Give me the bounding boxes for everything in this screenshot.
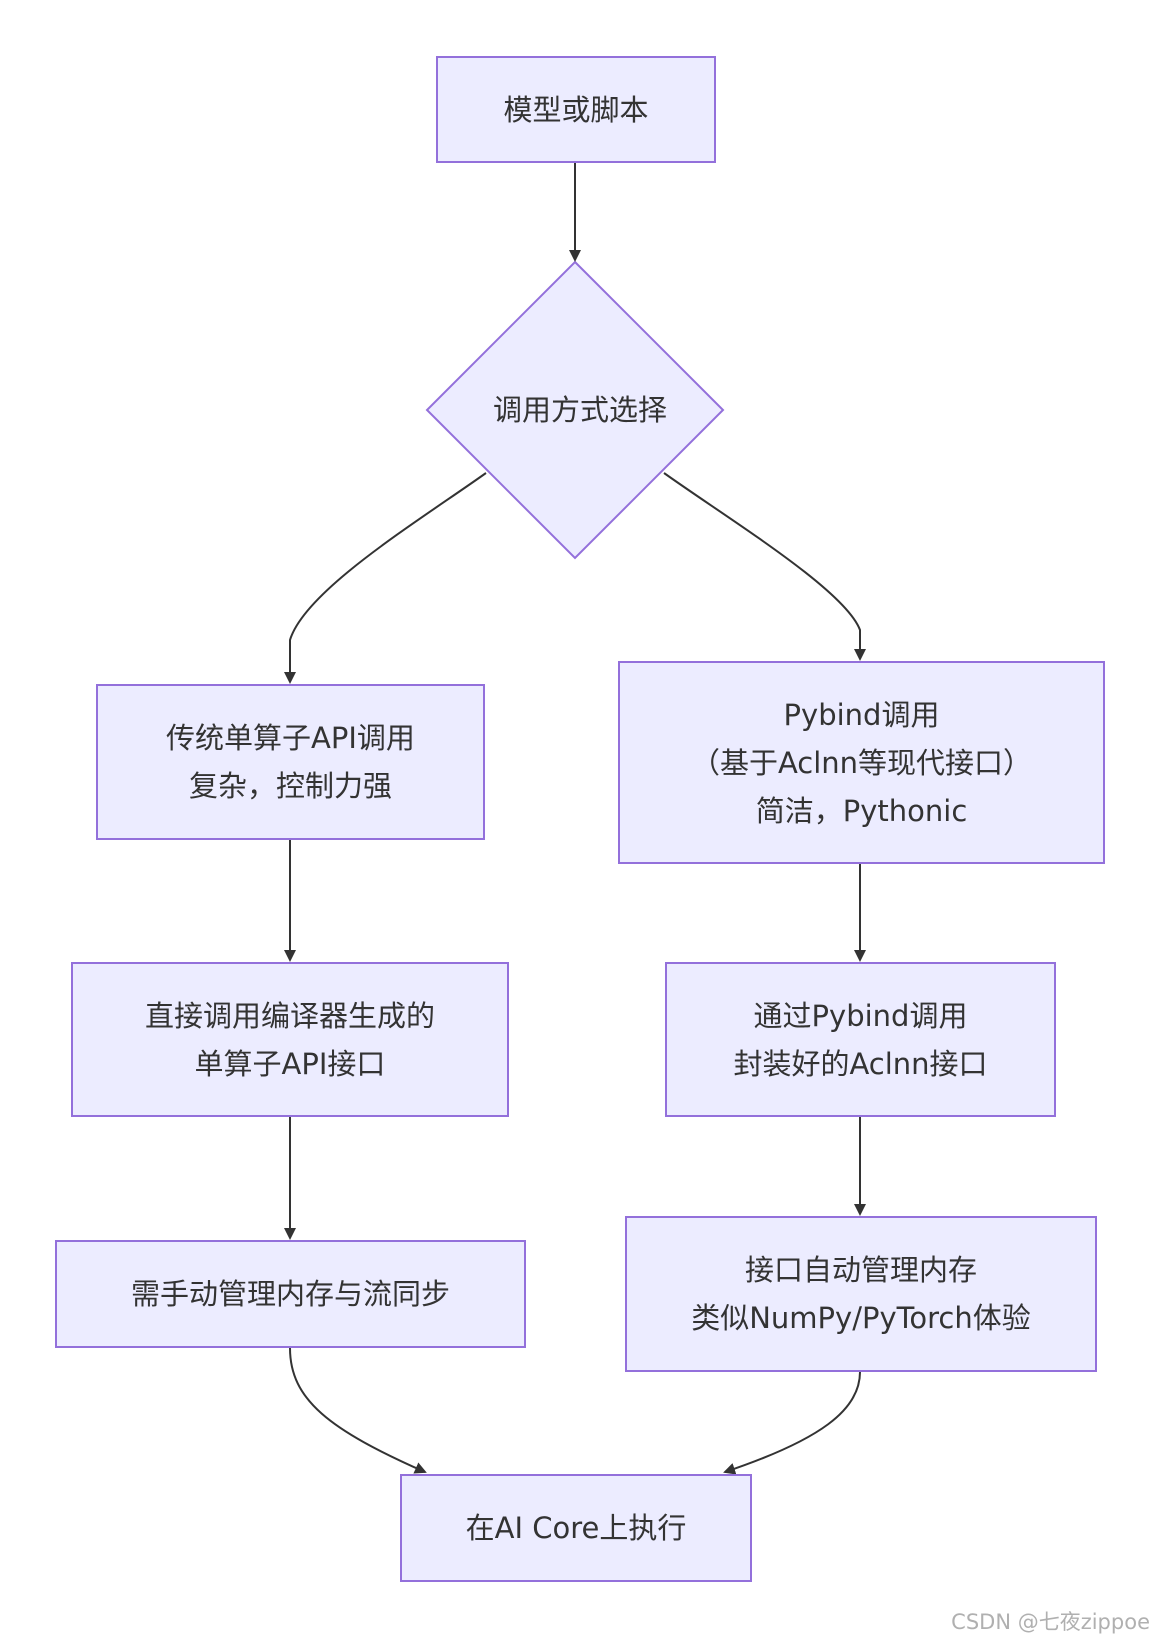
node-left-1: 传统单算子API调用 复杂，控制力强 xyxy=(96,684,485,840)
node-right-1-line-3: 简洁，Pythonic xyxy=(755,793,968,828)
node-left-1-line-2: 复杂，控制力强 xyxy=(188,769,392,803)
node-right-1-line-1: Pybind调用 xyxy=(783,697,940,732)
node-left-2-line-2: 单算子API接口 xyxy=(194,1046,386,1081)
node-left-2: 直接调用编译器生成的 单算子API接口 xyxy=(71,962,509,1117)
node-right-2: 通过Pybind调用 封装好的Aclnn接口 xyxy=(665,962,1056,1117)
node-right-2-line-2: 封装好的Aclnn接口 xyxy=(733,1046,988,1081)
node-left-2-line-1: 直接调用编译器生成的 xyxy=(144,998,435,1033)
node-right-3-line-1: 接口自动管理内存 xyxy=(744,1253,977,1287)
node-right-1-line-2: （基于Aclnn等现代接口） xyxy=(690,745,1033,780)
node-right-2-line-1: 通过Pybind调用 xyxy=(753,998,968,1033)
node-right-3-line-2: 类似NumPy/PyTorch体验 xyxy=(691,1301,1031,1335)
node-left-1-line-1: 传统单算子API调用 xyxy=(166,721,415,755)
decision-diamond xyxy=(425,260,725,560)
watermark: CSDN @七夜zippoe xyxy=(951,1610,1150,1634)
edge-decision-to-left xyxy=(284,472,487,684)
node-start: 模型或脚本 xyxy=(436,56,716,163)
decision-label: 调用方式选择 xyxy=(492,393,667,427)
edge-left3-to-end xyxy=(289,1347,427,1474)
edge-right3-to-end xyxy=(723,1371,861,1475)
node-start-label: 模型或脚本 xyxy=(503,92,649,127)
node-end: 在AI Core上执行 xyxy=(400,1474,752,1582)
node-right-1: Pybind调用 （基于Aclnn等现代接口） 简洁，Pythonic xyxy=(618,661,1105,864)
node-right-3: 接口自动管理内存 类似NumPy/PyTorch体验 xyxy=(625,1216,1097,1372)
node-end-label: 在AI Core上执行 xyxy=(465,1511,687,1545)
edge-decision-to-right xyxy=(663,472,866,661)
node-left-3: 需手动管理内存与流同步 xyxy=(55,1240,526,1348)
node-left-3-line-1: 需手动管理内存与流同步 xyxy=(130,1277,450,1311)
